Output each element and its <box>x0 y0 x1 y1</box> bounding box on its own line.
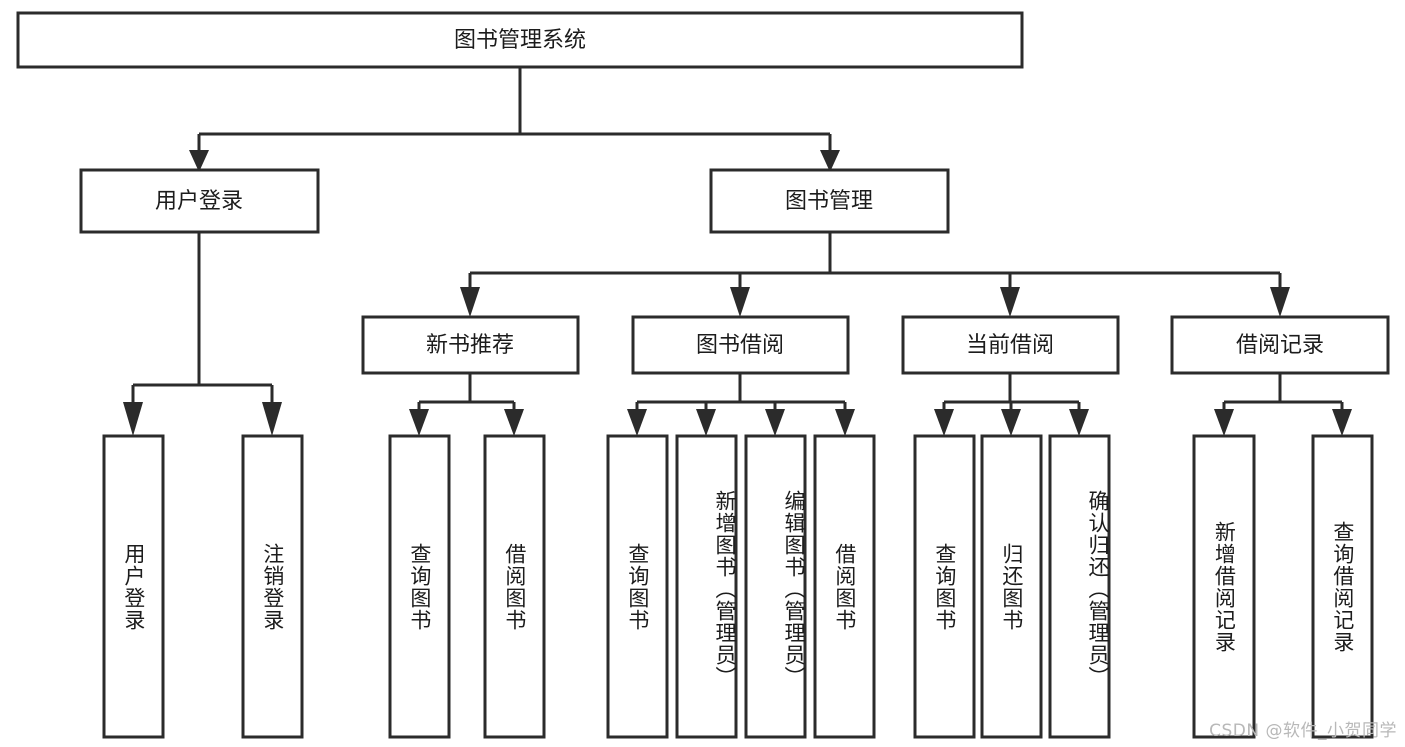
node-root-box[interactable] <box>16 11 1024 69</box>
leaf-box-add-record[interactable] <box>1192 434 1256 739</box>
node-borrow-record-label: 借阅记录 <box>1236 333 1324 358</box>
arrowhead-leaf-return-book <box>1001 409 1021 436</box>
leaf-box-edit-book[interactable] <box>744 434 807 739</box>
leaf-box-query-book-1[interactable] <box>388 434 451 739</box>
arrowhead-leaf-confirm-return <box>1069 409 1089 436</box>
node-book-management-box[interactable] <box>709 168 950 234</box>
leaf-box-add-book[interactable] <box>675 434 738 739</box>
connectors <box>123 67 1352 436</box>
node-user-login-box[interactable] <box>79 168 320 234</box>
arrowhead-bookborrow <box>730 287 750 317</box>
leaf-box-query-book-3[interactable] <box>913 434 976 739</box>
node-current-borrow-box[interactable] <box>901 315 1120 375</box>
arrowhead-leaf-borrow-book-2 <box>835 409 855 436</box>
arrowhead-leaf-edit-book <box>765 409 785 436</box>
arrowhead-leaf-user-login <box>123 402 143 436</box>
node-new-book-recommend-box[interactable] <box>361 315 580 375</box>
arrowhead-leaf-add-book <box>696 409 716 436</box>
arrowhead-leaf-add-record <box>1214 409 1234 436</box>
arrowhead-leaf-borrow-book-1 <box>504 409 524 436</box>
node-user-login-label: 用户登录 <box>155 189 243 214</box>
arrowhead-currentborrow <box>1000 287 1020 317</box>
arrowhead-leaf-query-book-3 <box>934 409 954 436</box>
arrowhead-bookmgmt <box>820 150 840 172</box>
node-book-borrow-box[interactable] <box>631 315 850 375</box>
arrowhead-newbook <box>460 287 480 317</box>
node-book-management-label: 图书管理 <box>785 189 873 214</box>
arrowhead-userlogin <box>189 150 209 172</box>
csdn-watermark: CSDN @软件_小贺同学 <box>1209 721 1397 741</box>
leaf-box-query-book-2[interactable] <box>606 434 669 739</box>
leaf-box-logout[interactable] <box>241 434 304 739</box>
leaf-box-query-record[interactable] <box>1311 434 1374 739</box>
node-current-borrow-label: 当前借阅 <box>966 333 1054 358</box>
arrowhead-leaf-query-record <box>1332 409 1352 436</box>
leaf-box-borrow-book-2[interactable] <box>813 434 876 739</box>
node-new-book-recommend-label: 新书推荐 <box>426 333 514 358</box>
leaf-box-confirm-return[interactable] <box>1048 434 1111 739</box>
leaf-box-return-book[interactable] <box>980 434 1043 739</box>
leaf-box-borrow-book-1[interactable] <box>483 434 546 739</box>
arrowhead-borrowrecord <box>1270 287 1290 317</box>
node-root-label: 图书管理系统 <box>454 28 586 53</box>
node-book-borrow-label: 图书借阅 <box>696 333 784 358</box>
arrowhead-leaf-query-book-1 <box>409 409 429 436</box>
node-boxes: 图书管理系统 用户登录 图书管理 新书推荐 图书借阅 当前借阅 借阅记录 <box>16 11 1390 739</box>
node-borrow-record-box[interactable] <box>1170 315 1390 375</box>
arrowhead-leaf-query-book-2 <box>627 409 647 436</box>
arrowhead-leaf-logout <box>262 402 282 436</box>
leaf-box-user-login[interactable] <box>102 434 165 739</box>
